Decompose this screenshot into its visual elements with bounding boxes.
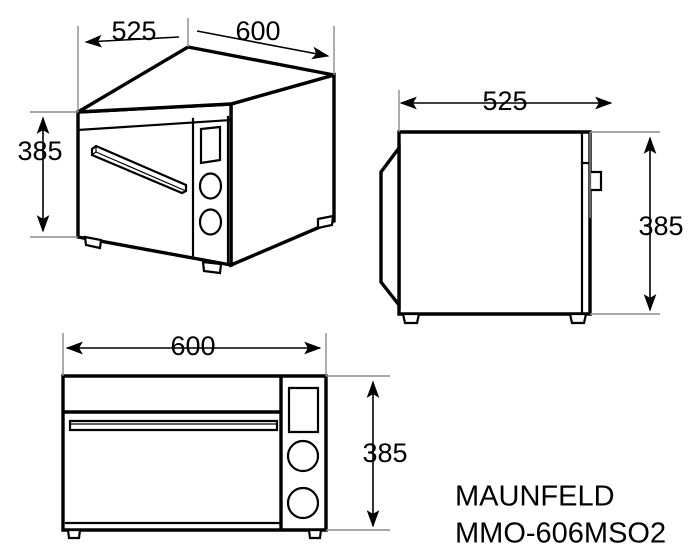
front-view: 600 385: [61, 331, 408, 540]
front-foot-left: [66, 528, 82, 540]
front-dim-label-600: 600: [170, 331, 215, 361]
iso-dim-label-385: 385: [17, 136, 62, 166]
side-body-outline: [397, 130, 592, 316]
side-door-taper: [379, 142, 401, 310]
front-dim-label-385: 385: [362, 438, 407, 468]
iso-foot-rear-right: [316, 214, 335, 230]
iso-foot-front-left: [83, 235, 103, 250]
iso-foot-front-right: [201, 260, 223, 275]
side-foot-rear: [568, 312, 588, 325]
front-knob-upper[interactable]: [286, 439, 320, 473]
isometric-view: 525 600 385: [17, 16, 336, 275]
iso-front-top-band-edge: [76, 118, 233, 132]
iso-dim-label-525: 525: [111, 16, 156, 46]
front-body-outline: [61, 374, 328, 532]
side-view: 525 385: [379, 86, 684, 325]
brand-name: MAUNFELD: [455, 481, 615, 513]
front-control-display: [287, 386, 320, 434]
side-dim-label-385: 385: [638, 211, 683, 241]
iso-right-side-face: [229, 72, 336, 268]
side-foot-front: [401, 312, 421, 325]
iso-dim-line-525: [84, 34, 180, 48]
front-knob-lower[interactable]: [286, 486, 320, 520]
front-foot-right: [307, 528, 323, 540]
side-latch-tab: [588, 170, 603, 192]
side-dim-label-525: 525: [482, 86, 527, 116]
iso-dim-label-600: 600: [235, 16, 280, 46]
iso-dim-line-600: [196, 30, 330, 60]
iso-knob-upper[interactable]: [198, 172, 223, 200]
iso-control-display: [199, 125, 222, 165]
iso-door-handle-shade: [91, 145, 187, 192]
product-label-block: MAUNFELD MMO-606MSO2: [455, 481, 666, 550]
front-door-handle: [68, 419, 279, 432]
model-number: MMO-606MSO2: [455, 518, 666, 550]
iso-knob-lower[interactable]: [198, 208, 223, 236]
